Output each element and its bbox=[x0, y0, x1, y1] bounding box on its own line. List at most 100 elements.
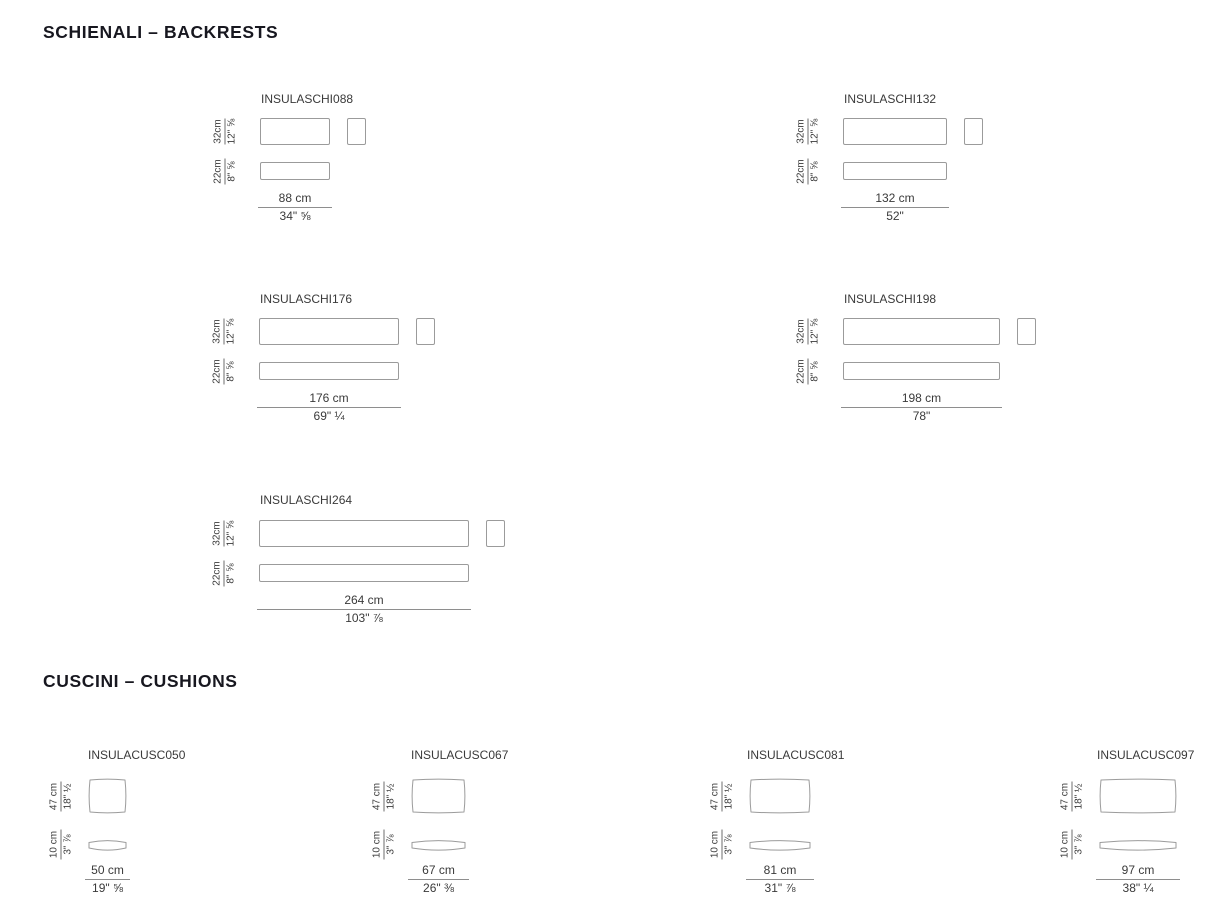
height-inch-label: 18" ½ bbox=[1073, 783, 1085, 810]
height-inch-label: 18" ½ bbox=[385, 783, 397, 810]
width-inch-label: 31" ⅞ bbox=[764, 881, 796, 895]
backrest-side-view bbox=[416, 318, 435, 345]
thickness-label-side: 10 cm 3" ⅞ bbox=[48, 822, 74, 868]
product-code: INSULASCHI198 bbox=[844, 292, 937, 306]
height-cm-label: 32cm bbox=[795, 318, 809, 345]
width-dimension: 81 cm 31" ⅞ bbox=[746, 863, 814, 895]
width-inch-label: 38" ¼ bbox=[1122, 881, 1154, 895]
height-cm-label: 32cm bbox=[795, 118, 809, 145]
height-label-lower: 22cm 8" ⅝ bbox=[211, 349, 237, 395]
width-cm-label: 88 cm bbox=[278, 191, 312, 205]
dimension-line bbox=[408, 879, 469, 880]
height-inch-label: 12" ⅝ bbox=[225, 318, 237, 345]
height-cm-label: 22cm bbox=[795, 158, 809, 185]
dimension-line bbox=[257, 609, 471, 610]
backrest-front-view-h32 bbox=[260, 118, 330, 145]
backrest-front-view-h32 bbox=[843, 118, 947, 145]
height-inch-label: 8" ⅝ bbox=[226, 161, 238, 182]
backrest-front-view-h22 bbox=[843, 162, 947, 180]
thickness-label-side: 10 cm 3" ⅞ bbox=[371, 822, 397, 868]
height-cm-label: 10 cm bbox=[1059, 829, 1073, 860]
width-cm-label: 81 cm bbox=[763, 863, 797, 877]
height-inch-label: 12" ⅝ bbox=[226, 118, 238, 145]
product-code: INSULACUSC050 bbox=[88, 748, 186, 762]
product-code: INSULASCHI264 bbox=[260, 493, 353, 507]
backrest-side-view bbox=[486, 520, 505, 547]
height-cm-label: 10 cm bbox=[48, 829, 62, 860]
cushion-side-view bbox=[411, 840, 466, 851]
height-label-lower: 22cm 8" ⅝ bbox=[795, 349, 821, 395]
section-title-backrests: SCHIENALI – BACKRESTS bbox=[43, 22, 279, 42]
height-cm-label: 22cm bbox=[211, 358, 225, 385]
width-cm-label: 132 cm bbox=[875, 191, 915, 205]
height-label-lower: 22cm 8" ⅝ bbox=[211, 551, 237, 597]
width-inch-label: 69" ¼ bbox=[313, 409, 345, 423]
width-cm-label: 198 cm bbox=[901, 391, 942, 405]
height-label-lower: 22cm 8" ⅝ bbox=[212, 149, 238, 195]
thickness-label-side: 10 cm 3" ⅞ bbox=[709, 822, 735, 868]
backrest-front-view-h22 bbox=[843, 362, 1000, 380]
height-inch-label: 8" ⅝ bbox=[225, 361, 237, 382]
height-cm-label: 10 cm bbox=[709, 829, 723, 860]
height-cm-label: 47 cm bbox=[48, 781, 62, 812]
height-cm-label: 32cm bbox=[212, 118, 226, 145]
width-inch-label: 19" ⅝ bbox=[92, 881, 123, 895]
dimension-line bbox=[1096, 879, 1180, 880]
cushion-front-view bbox=[749, 778, 811, 814]
width-inch-label: 103" ⅞ bbox=[345, 611, 383, 625]
dimension-line bbox=[257, 407, 401, 408]
cushion-front-view bbox=[88, 778, 127, 814]
backrest-front-view-h32 bbox=[843, 318, 1000, 345]
height-inch-label: 3" ⅞ bbox=[385, 834, 397, 855]
cushion-side-view bbox=[88, 840, 127, 851]
width-dimension: 198 cm 78" bbox=[841, 391, 1002, 423]
height-inch-label: 18" ½ bbox=[723, 783, 735, 810]
backrest-side-view bbox=[347, 118, 366, 145]
backrest-front-view-h22 bbox=[259, 362, 399, 380]
dimension-line bbox=[258, 207, 332, 208]
height-label-front: 47 cm 18" ½ bbox=[709, 774, 735, 820]
width-cm-label: 67 cm bbox=[422, 863, 455, 877]
dimension-line bbox=[746, 879, 814, 880]
product-code: INSULACUSC097 bbox=[1097, 748, 1195, 762]
height-cm-label: 32cm bbox=[211, 318, 225, 345]
height-cm-label: 32cm bbox=[211, 520, 225, 547]
product-code: INSULASCHI088 bbox=[261, 92, 354, 106]
thickness-label-side: 10 cm 3" ⅞ bbox=[1059, 822, 1085, 868]
backrest-front-view-h22 bbox=[260, 162, 330, 180]
height-cm-label: 47 cm bbox=[1059, 781, 1073, 812]
width-dimension: 132 cm 52" bbox=[841, 191, 949, 223]
height-inch-label: 12" ⅝ bbox=[809, 318, 821, 345]
dimension-line bbox=[85, 879, 130, 880]
height-inch-label: 12" ⅝ bbox=[809, 118, 821, 145]
width-dimension: 97 cm 38" ¼ bbox=[1096, 863, 1180, 895]
width-inch-label: 52" bbox=[886, 209, 904, 223]
height-inch-label: 12" ⅝ bbox=[225, 520, 237, 547]
height-label-lower: 22cm 8" ⅝ bbox=[795, 149, 821, 195]
dimension-line bbox=[841, 407, 1002, 408]
height-inch-label: 18" ½ bbox=[62, 783, 74, 810]
cushion-side-view bbox=[749, 840, 811, 851]
width-cm-label: 50 cm bbox=[91, 863, 124, 877]
height-label-front: 47 cm 18" ½ bbox=[48, 774, 74, 820]
backrest-front-view-h32 bbox=[259, 318, 399, 345]
width-cm-label: 176 cm bbox=[309, 391, 349, 405]
width-inch-label: 34" ⅝ bbox=[279, 209, 311, 223]
width-dimension: 176 cm 69" ¼ bbox=[257, 391, 401, 423]
section-title-cushions: CUSCINI – CUSHIONS bbox=[43, 671, 238, 691]
width-dimension: 88 cm 34" ⅝ bbox=[258, 191, 332, 223]
height-cm-label: 47 cm bbox=[709, 781, 723, 812]
backrest-side-view bbox=[964, 118, 983, 145]
width-dimension: 264 cm 103" ⅞ bbox=[257, 593, 471, 625]
height-label-front: 47 cm 18" ½ bbox=[1059, 774, 1085, 820]
height-inch-label: 3" ⅞ bbox=[723, 834, 735, 855]
height-label-front: 47 cm 18" ½ bbox=[371, 774, 397, 820]
height-inch-label: 8" ⅝ bbox=[225, 563, 237, 584]
product-code: INSULACUSC067 bbox=[411, 748, 509, 762]
height-inch-label: 8" ⅝ bbox=[809, 361, 821, 382]
width-cm-label: 97 cm bbox=[1121, 863, 1155, 877]
product-code: INSULASCHI176 bbox=[260, 292, 353, 306]
backrest-side-view bbox=[1017, 318, 1036, 345]
width-inch-label: 78" bbox=[912, 409, 931, 423]
height-cm-label: 10 cm bbox=[371, 829, 385, 860]
